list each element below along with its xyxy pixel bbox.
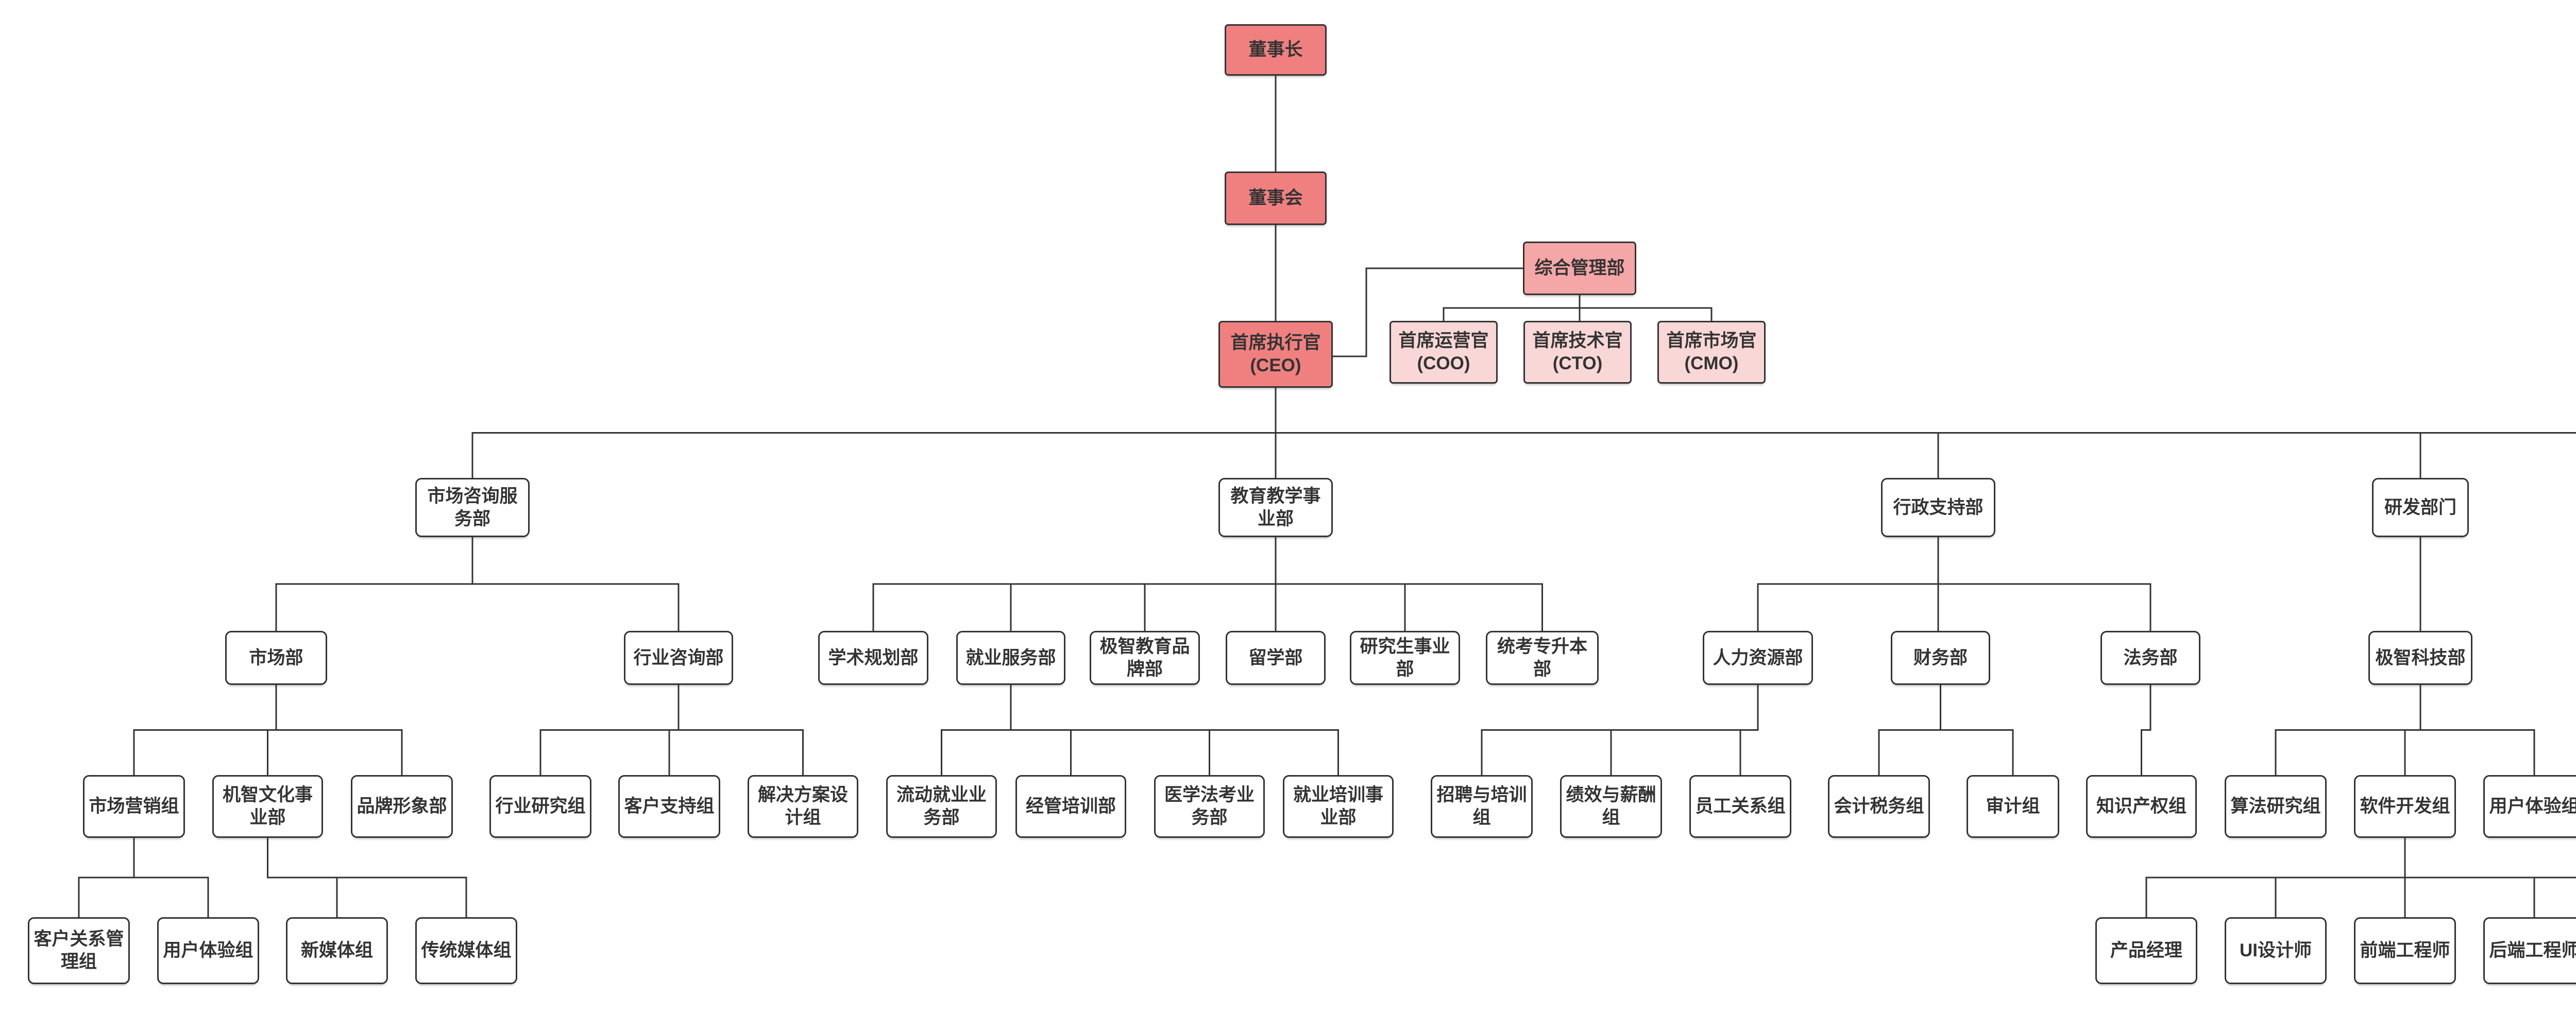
org-node-academic_planning: 学术规划部 — [818, 631, 928, 685]
org-node-employment_service: 就业服务部 — [956, 631, 1065, 685]
org-node-marketing_dept: 市场部 — [225, 631, 327, 685]
connector-marketing_dept-mkt_sales_group — [133, 685, 277, 775]
org-node-software_dev: 软件开发组 — [2354, 775, 2456, 838]
ceo-general-admin-link — [1333, 267, 1523, 357]
org-node-hr_dept: 人力资源部 — [1703, 631, 1813, 685]
org-node-employee_relations: 员工关系组 — [1689, 775, 1791, 838]
connector-ceo-mkt_consult — [471, 388, 1277, 478]
connector-ceo-future_planning — [1275, 388, 2576, 434]
org-node-mgmt_training: 经管培训部 — [1015, 775, 1126, 838]
connector-finance_dept-audit_group — [1940, 685, 2014, 775]
connector-general_admin-cmo — [1579, 295, 1713, 321]
org-node-board: 董事会 — [1225, 171, 1327, 225]
connector-mkt_consult-industry_consult — [471, 537, 680, 631]
org-node-mkt_consult: 市场咨询服 务部 — [415, 478, 530, 537]
org-node-crm_group: 客户关系管 理组 — [28, 917, 130, 984]
connector-employment_service-employment_training — [1010, 685, 1339, 775]
org-node-algorithm_group: 算法研究组 — [2225, 775, 2327, 838]
connector-edu-jizhi_edu_brand — [1144, 537, 1277, 631]
connector-mkt_sales_group-crm_group — [78, 838, 135, 917]
connector-edu-tongkao_div — [1275, 537, 1543, 631]
org-node-trad_media: 传统媒体组 — [415, 917, 517, 984]
org-node-ceo: 首席执行官 (CEO) — [1218, 321, 1333, 388]
org-node-audit_group: 审计组 — [1967, 775, 2059, 838]
connector-industry_consult-solution_design — [677, 685, 804, 775]
connector-admin_support-hr_dept — [1757, 537, 1939, 631]
org-node-ui_designer: UI设计师 — [2225, 917, 2327, 984]
org-node-industry_research: 行业研究组 — [489, 775, 591, 838]
org-node-ip_group: 知识产权组 — [2086, 775, 2197, 838]
connector-hr_dept-employee_relations — [1739, 685, 1759, 775]
org-node-edu: 教育教学事 业部 — [1218, 478, 1333, 537]
org-node-cto: 首席技术官 (CTO) — [1523, 321, 1632, 384]
org-node-rnd: 研发部门 — [2372, 478, 2469, 537]
org-node-ux_group_rnd: 用户体验组 — [2483, 775, 2576, 838]
org-node-general_admin: 综合管理部 — [1523, 242, 1636, 295]
org-node-admin_support: 行政支持部 — [1881, 478, 1995, 537]
connector-jizhi_tech-ux_group_rnd — [2419, 685, 2535, 775]
connector-mkt_consult-marketing_dept — [275, 537, 473, 631]
org-node-medical_law_exam: 医学法考业 务部 — [1154, 775, 1265, 838]
org-node-backend_engineer: 后端工程师 — [2483, 917, 2576, 984]
org-node-jizhi_tech: 极智科技部 — [2368, 631, 2472, 685]
org-node-customer_support: 客户支持组 — [618, 775, 720, 838]
connector-industry_consult-customer_support — [668, 685, 680, 775]
org-node-employment_training: 就业培训事 业部 — [1283, 775, 1394, 838]
connector-legal_dept-ip_group — [2141, 685, 2151, 775]
org-node-cmo: 首席市场官 (CMO) — [1657, 321, 1766, 384]
org-node-legal_dept: 法务部 — [2100, 631, 2200, 685]
org-node-new_media: 新媒体组 — [286, 917, 388, 984]
connector-general_admin-coo — [1443, 295, 1581, 321]
org-node-graduate_div: 研究生事业 部 — [1350, 631, 1460, 685]
org-node-frontend_engineer: 前端工程师 — [2354, 917, 2456, 984]
org-node-chairman: 董事长 — [1225, 24, 1327, 76]
org-node-industry_consult: 行业咨询部 — [624, 631, 733, 685]
connector-jizhi_tech-software_dev — [2404, 685, 2421, 775]
org-node-solution_design: 解决方案设 计组 — [748, 775, 858, 838]
connector-software_dev-ui_designer — [2275, 838, 2406, 917]
org-node-jizhi_edu_brand: 极智教育品 牌部 — [1090, 631, 1200, 685]
connector-marketing_dept-brand_image — [275, 685, 403, 775]
org-node-brand_image: 品牌形象部 — [351, 775, 453, 838]
org-node-mkt_sales_group: 市场营销组 — [83, 775, 185, 838]
connector-mkt_sales_group-ux_group_mkt — [133, 838, 209, 917]
org-node-ux_group_mkt: 用户体验组 — [157, 917, 259, 984]
org-node-coo: 首席运营官 (COO) — [1389, 321, 1498, 384]
connector-finance_dept-accounting_tax — [1878, 685, 1941, 775]
org-node-study_abroad: 留学部 — [1226, 631, 1326, 685]
org-node-mobile_employment: 流动就业业 务部 — [886, 775, 997, 838]
connector-software_dev-devops_test — [2404, 838, 2576, 879]
org-node-finance_dept: 财务部 — [1891, 631, 1990, 685]
connector-admin_support-legal_dept — [1937, 537, 2151, 631]
connector-jizhi_tech-algorithm_group — [2275, 685, 2421, 775]
org-node-recruit_training: 招聘与培训 组 — [1431, 775, 1533, 838]
connector-marketing_dept-wisdom_culture — [267, 685, 277, 775]
org-node-perf_comp: 绩效与薪酬 组 — [1560, 775, 1662, 838]
connector-hr_dept-perf_comp — [1610, 685, 1759, 775]
connector-employment_service-mobile_employment — [941, 685, 1012, 775]
connector-wisdom_culture-trad_media — [267, 838, 467, 917]
connector-industry_consult-industry_research — [539, 685, 680, 775]
org-node-product_manager: 产品经理 — [2095, 917, 2197, 984]
org-node-tongkao_div: 统考专升本 部 — [1486, 631, 1599, 685]
org-node-accounting_tax: 会计税务组 — [1828, 775, 1930, 838]
org-node-wisdom_culture: 机智文化事 业部 — [212, 775, 323, 838]
